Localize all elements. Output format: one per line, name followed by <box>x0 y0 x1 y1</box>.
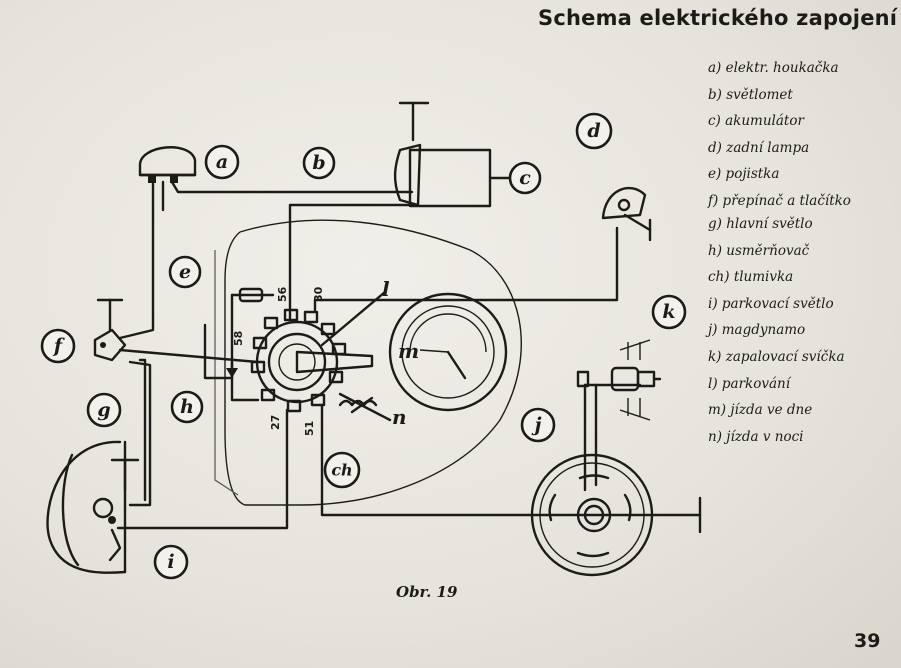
lever-label-l: l <box>382 277 390 301</box>
svg-text:k: k <box>662 301 675 323</box>
speedometer-dial <box>388 292 508 412</box>
main-headlight-icon <box>46 440 127 574</box>
lever-label-m: m <box>398 339 419 363</box>
svg-text:ch: ch <box>331 461 352 480</box>
svg-text:g: g <box>97 399 110 421</box>
callout-g: g <box>86 392 122 428</box>
wire-number-56: 56 <box>276 286 289 302</box>
svg-text:j: j <box>531 414 542 436</box>
headlight-housing-outline <box>224 219 522 506</box>
legend-item-e: e) pojistka <box>708 166 780 183</box>
switch-body-icon <box>93 328 127 362</box>
callout-i: i <box>153 544 189 580</box>
callout-a: a <box>204 144 240 180</box>
svg-text:f: f <box>52 335 65 357</box>
callout-ch: ch <box>323 451 361 489</box>
legend-item-ch: ch) tlumivka <box>708 269 794 286</box>
callout-b: b <box>302 146 336 180</box>
svg-text:b: b <box>312 152 325 174</box>
svg-text:i: i <box>167 551 174 573</box>
legend-item-n: n) jízda v noci <box>708 428 804 445</box>
legend-item-i: i) parkovací světlo <box>708 295 834 312</box>
svg-text:c: c <box>519 167 531 189</box>
legend-item-d: d) zadní lampa <box>708 139 810 156</box>
page-title: Schema elektrického zapojení <box>538 6 898 30</box>
magdynamo-icon <box>530 453 654 577</box>
legend-item-j: j) magdynamo <box>708 322 806 339</box>
figure-caption: Obr. 19 <box>396 583 458 601</box>
callout-k: k <box>651 294 687 330</box>
legend-item-c: c) akumulátor <box>708 113 804 130</box>
legend-item-k: k) zapalovací svíčka <box>708 348 845 365</box>
component-legend: a) elektr. houkačka b) světlomet c) akum… <box>708 60 893 455</box>
callout-d: d <box>575 112 613 150</box>
legend-item-f: f) přepínač a tlačítko <box>708 192 851 209</box>
legend-item-l: l) parkování <box>708 375 791 392</box>
wires <box>96 101 702 534</box>
legend-item-b: b) světlomet <box>708 86 793 103</box>
housing-inner-frame <box>214 250 239 496</box>
callout-j: j <box>520 407 556 443</box>
switch-rotor <box>250 308 374 413</box>
svg-text:e: e <box>179 261 191 283</box>
callout-f: f <box>40 328 76 364</box>
svg-text:d: d <box>587 120 600 142</box>
spark-plug-icon <box>576 339 662 421</box>
wire-number-58: 58 <box>232 331 245 346</box>
lever-label-n: n <box>392 405 407 429</box>
horn-icon <box>138 146 197 183</box>
legend-item-a: a) elektr. houkačka <box>708 60 839 76</box>
callout-e: e <box>168 255 202 289</box>
legend-item-g: g) hlavní světlo <box>708 215 813 232</box>
page-number: 39 <box>854 630 881 652</box>
wire-number-27: 27 <box>269 415 282 430</box>
callout-h: h <box>170 390 204 424</box>
svg-text:h: h <box>180 396 194 418</box>
rear-lamp-icon <box>601 186 647 220</box>
battery-clip <box>393 143 422 207</box>
svg-text:a: a <box>216 151 228 173</box>
wire-number-51: 51 <box>303 421 316 436</box>
legend-item-m: m) jízda ve dne <box>708 402 813 419</box>
wire-number-30: 30 <box>312 286 325 302</box>
callout-c: c <box>508 161 542 195</box>
legend-item-h: h) usměrňovač <box>708 242 810 259</box>
